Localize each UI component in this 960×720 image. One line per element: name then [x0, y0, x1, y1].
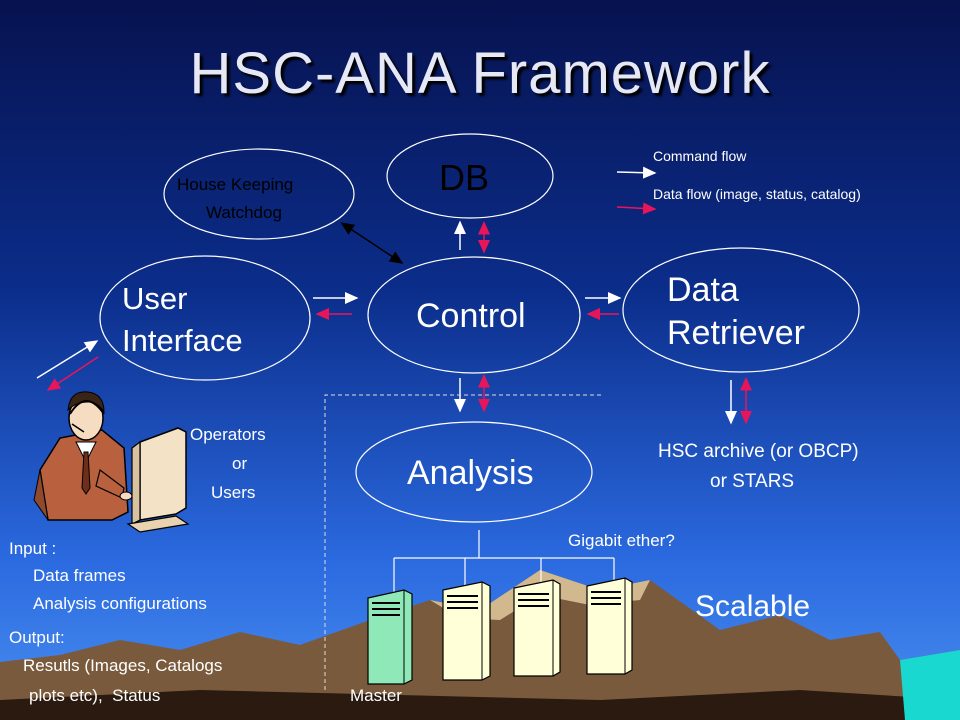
user-to-ui-arrow: [36, 340, 99, 379]
control-label: Control: [416, 297, 526, 335]
ui-label-2: Interface: [122, 323, 243, 358]
data-retriever-node: [622, 247, 860, 373]
retriever-label-1: Data: [667, 271, 739, 309]
archive-label-1: HSC archive (or OBCP): [658, 441, 859, 462]
cluster-boundary: [324, 394, 602, 690]
gigabit-label: Gigabit ether?: [568, 531, 675, 550]
ui-to-user-data-arrow: [46, 356, 99, 391]
operators-label-2: or: [232, 454, 248, 473]
db-node: [386, 133, 554, 219]
archive-label-2: or STARS: [710, 471, 795, 492]
analysis-label: Analysis: [407, 454, 534, 492]
server-master-icon: [367, 589, 413, 685]
housekeeping-control-arrow: [340, 222, 404, 264]
legend-command-label: Command flow: [653, 148, 747, 164]
master-label: Master: [350, 686, 402, 705]
legend-data-label: Data flow (image, status, catalog): [653, 186, 861, 202]
server-3-icon: [513, 579, 561, 677]
retriever-label-2: Retriever: [667, 314, 805, 352]
operators-label-3: Users: [211, 483, 256, 502]
legend-data-arrow: [616, 202, 657, 215]
operator-person-icon: [33, 391, 190, 533]
user-interface-node: [99, 255, 311, 381]
server-2-icon: [442, 581, 491, 681]
page-title: HSC-ANA Framework: [189, 41, 771, 106]
housekeeping-label-1: House Keeping: [177, 175, 294, 194]
input-item-2: Analysis configurations: [33, 594, 207, 613]
analysis-node: [355, 421, 593, 523]
network-lines: [393, 530, 615, 596]
housekeeping-node: [163, 148, 355, 240]
output-title: Output:: [9, 628, 65, 647]
ui-label-1: User: [122, 281, 188, 316]
output-item-2: plots etc), Status: [29, 686, 161, 705]
input-item-1: Data frames: [33, 566, 126, 585]
scalable-label: Scalable: [695, 590, 811, 623]
control-node: [367, 256, 581, 374]
server-4-icon: [586, 577, 633, 675]
input-title: Input :: [9, 539, 57, 558]
output-item-1: Resutls (Images, Catalogs: [23, 656, 223, 675]
operators-label-1: Operators: [190, 425, 266, 444]
legend-command-arrow: [616, 166, 657, 179]
housekeeping-label-2: Watchdog: [206, 203, 282, 222]
db-label: DB: [439, 157, 490, 198]
